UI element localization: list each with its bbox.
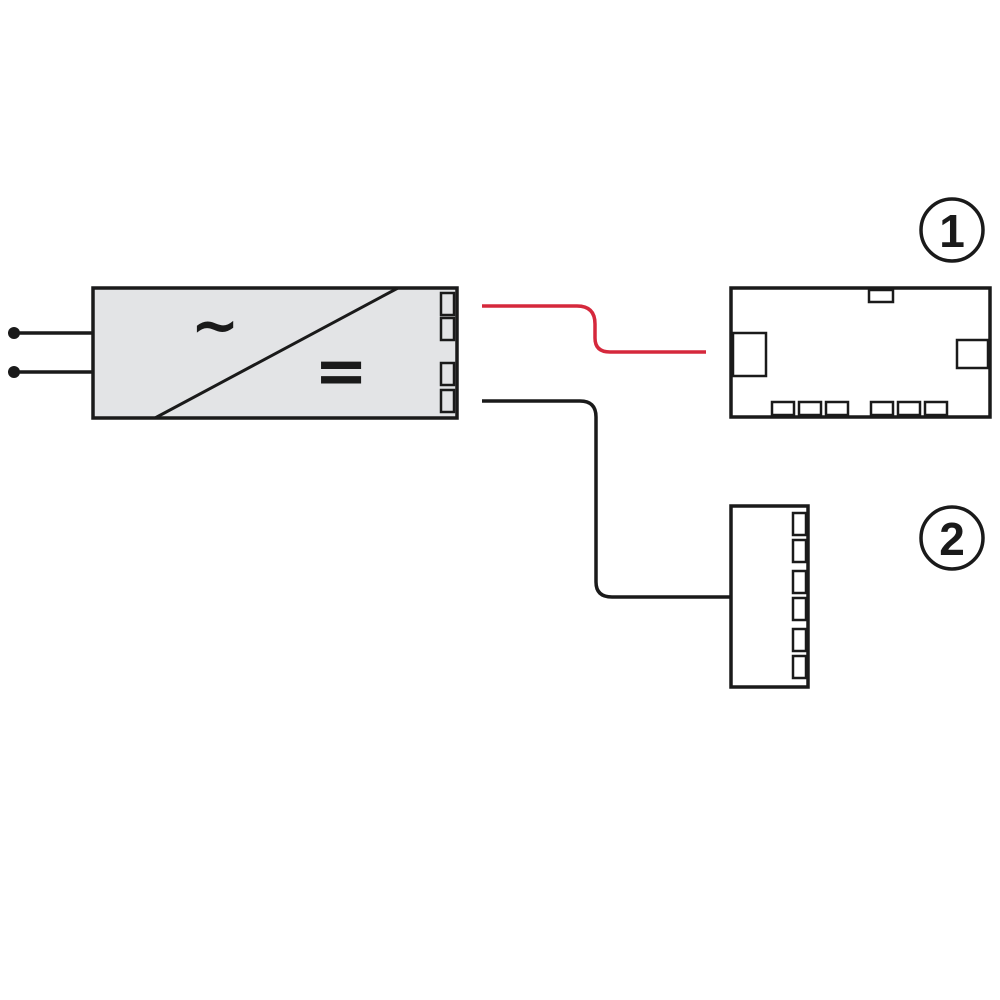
distributor-1-bottom-sockets	[770, 400, 949, 417]
bottom-socket-1	[770, 400, 796, 417]
bottom-socket-3	[824, 400, 850, 417]
callout-2: 2	[919, 505, 985, 571]
bottom-socket-6	[923, 400, 949, 417]
bottom-socket-4	[869, 400, 895, 417]
side-socket-2	[791, 538, 808, 564]
distributor-1-right-socket	[955, 338, 990, 370]
red-cable	[482, 304, 706, 354]
distributor-1-top-socket	[867, 288, 895, 304]
distributor-1-left-socket	[731, 331, 768, 378]
callout-1: 1	[919, 197, 985, 263]
distributor-box-1	[729, 286, 992, 419]
side-socket-1	[791, 511, 808, 537]
ac-dc-converter: ~ =	[91, 286, 459, 420]
ac-symbol: ~	[191, 291, 240, 359]
distributor-2-side-sockets	[791, 511, 808, 680]
distributor-2-body	[729, 504, 810, 689]
distributor-box-2	[729, 504, 810, 689]
side-socket-6	[791, 654, 808, 680]
bottom-socket-5	[896, 400, 922, 417]
output-socket-4	[439, 388, 456, 414]
output-socket-1	[439, 291, 456, 317]
black-cable	[482, 399, 731, 599]
callout-1-circle	[919, 197, 985, 263]
callout-1-number: 1	[939, 205, 965, 257]
side-socket-5	[791, 627, 808, 653]
side-socket-4	[791, 596, 808, 622]
converter-output-sockets	[439, 291, 456, 414]
output-socket-2	[439, 316, 456, 342]
distributor-1-body	[729, 286, 992, 419]
side-socket-3	[791, 569, 808, 595]
converter-diagonal	[154, 286, 399, 420]
dc-symbol: =	[314, 335, 368, 409]
callout-2-circle	[919, 505, 985, 571]
bottom-socket-2	[797, 400, 823, 417]
callout-2-number: 2	[939, 513, 965, 565]
output-socket-3	[439, 361, 456, 387]
mains-input-leads	[8, 327, 93, 378]
